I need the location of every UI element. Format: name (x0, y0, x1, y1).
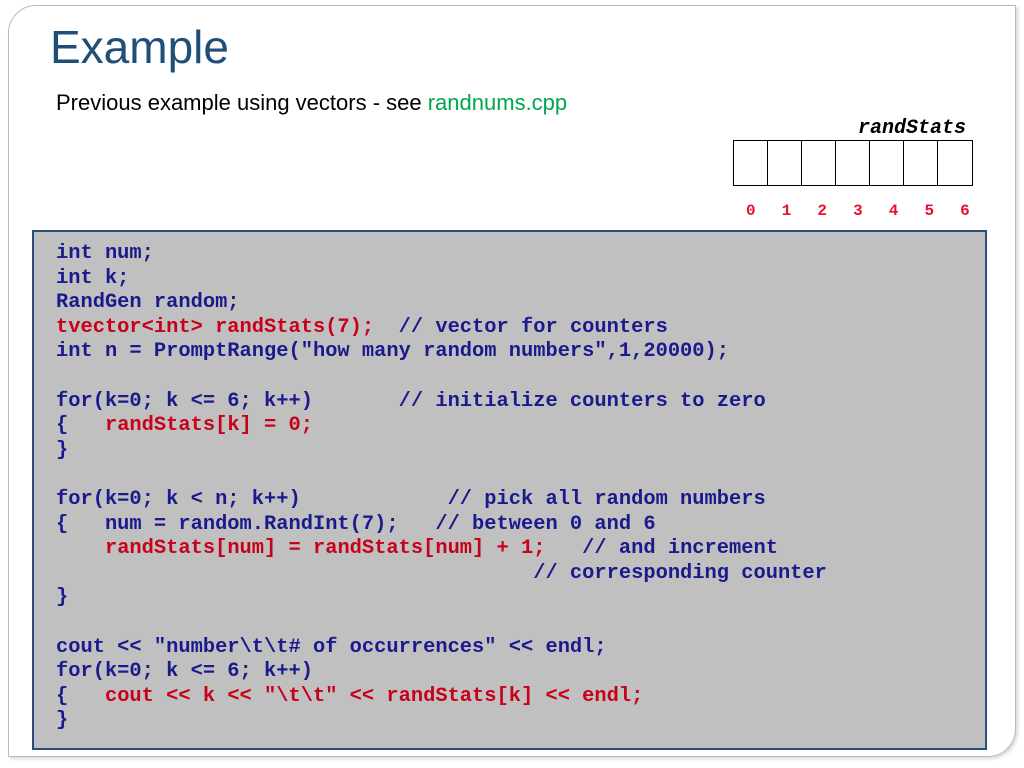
array-cell (938, 141, 972, 185)
array-index: 1 (781, 202, 792, 220)
code-line: } (56, 439, 827, 464)
code-segment: randStats[k] = 0; (104, 414, 313, 438)
code-line: RandGen random; (56, 291, 827, 316)
slide-title: Example (50, 21, 229, 73)
array-cell (836, 141, 870, 185)
code-segment: { num = random.RandInt(7); // between 0 … (56, 512, 656, 536)
code-line (56, 463, 827, 488)
array-cell (870, 141, 904, 185)
code-line: cout << "number\t\t# of occurrences" << … (56, 636, 827, 661)
code-line: } (56, 709, 827, 734)
slide-subtitle: Previous example using vectors - see ran… (56, 90, 567, 116)
array-index: 4 (888, 202, 899, 220)
code-line: { cout << k << "\t\t" << randStats[k] <<… (56, 685, 827, 710)
code-segment: } (56, 438, 69, 462)
subtitle-text: Previous example using vectors - see (56, 90, 428, 115)
array-cell (802, 141, 836, 185)
code-segment: randStats[num] = randStats[num] + 1; (104, 537, 546, 561)
code-segment: // and increment (545, 537, 778, 561)
code-segment: // vector for counters (374, 315, 668, 339)
code-segment: int num; (56, 242, 154, 265)
code-segment: tvector<int> randStats(7); (56, 315, 375, 339)
code-line: for(k=0; k < n; k++) // pick all random … (56, 488, 827, 513)
code-segment: int n = PromptRange("how many random num… (56, 340, 730, 364)
array-diagram (733, 140, 973, 186)
code-line: } (56, 586, 827, 611)
code-segment (56, 537, 105, 560)
code-segment: for(k=0; k < n; k++) // pick all random … (56, 487, 766, 511)
code-line (56, 365, 827, 390)
code-line: { randStats[k] = 0; (56, 414, 827, 439)
code-segment: { (56, 414, 105, 438)
code-segment: cout << "number\t\t# of occurrences" << … (56, 635, 607, 659)
array-cell (904, 141, 938, 185)
code-line: for(k=0; k <= 6; k++) (56, 660, 827, 685)
code-segment: for(k=0; k <= 6; k++) // initialize coun… (56, 389, 766, 413)
code-line: // corresponding counter (56, 562, 827, 587)
array-cell (768, 141, 802, 185)
code-line: int num; (56, 242, 827, 267)
code-line (56, 611, 827, 636)
array-index: 2 (817, 202, 828, 220)
code-segment: int k; (56, 266, 130, 290)
code-line: int k; (56, 267, 827, 292)
code-line: for(k=0; k <= 6; k++) // initialize coun… (56, 390, 827, 415)
code-segment: RandGen random; (56, 291, 240, 315)
array-index: 5 (924, 202, 935, 220)
code-line: { num = random.RandInt(7); // between 0 … (56, 513, 827, 538)
code-line: randStats[num] = randStats[num] + 1; // … (56, 537, 827, 562)
code-segment: } (56, 586, 69, 610)
array-index: 6 (960, 202, 970, 220)
array-index: 0 (746, 202, 756, 220)
code-segment: for(k=0; k <= 6; k++) (56, 660, 313, 684)
array-label: randStats (858, 117, 967, 140)
code-segment: { (56, 684, 105, 708)
source-file-link[interactable]: randnums.cpp (427, 90, 568, 115)
code-segment: cout << k << "\t\t" << randStats[k] << e… (104, 684, 644, 708)
code-segment: // corresponding counter (56, 561, 827, 585)
array-cell (734, 141, 768, 185)
code-segment: } (56, 709, 69, 733)
code-block: int num;int k;RandGen random;tvector<int… (32, 230, 987, 750)
code-line: int n = PromptRange("how many random num… (56, 340, 827, 365)
array-index: 3 (853, 202, 863, 220)
code-listing: int num;int k;RandGen random;tvector<int… (56, 242, 827, 734)
array-indices: 0 1 2 3 4 5 6 (733, 202, 983, 220)
code-line: tvector<int> randStats(7); // vector for… (56, 316, 827, 341)
